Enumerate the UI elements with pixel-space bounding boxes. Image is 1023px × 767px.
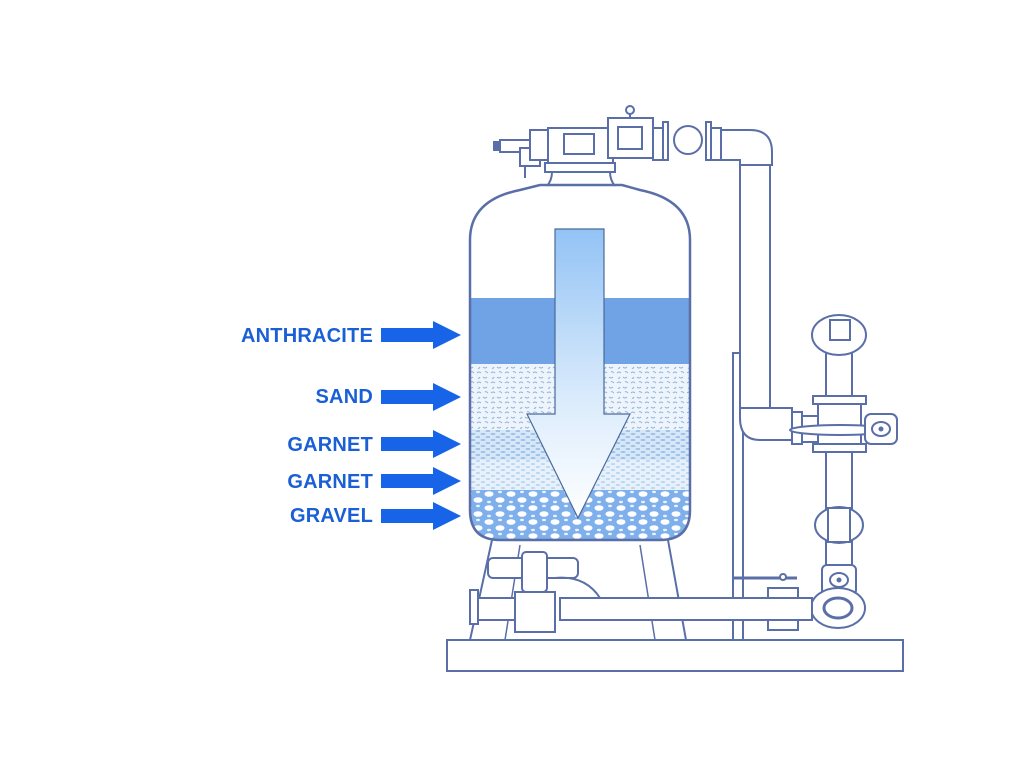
pointer-arrow-sand [381, 383, 461, 411]
pointer-arrow-garnet-lower [381, 467, 461, 495]
top-gauge-icon [625, 105, 635, 115]
support-pole [732, 352, 744, 641]
base-plate [446, 639, 904, 672]
pointer-arrow-anthracite [381, 321, 461, 349]
top-flange [544, 162, 616, 173]
label-anthracite: ANTHRACITE [241, 325, 373, 347]
label-sand: SAND [315, 386, 373, 408]
top-ball-valve [673, 125, 703, 155]
top-elbow [720, 129, 773, 166]
downcomer-pipe [739, 164, 771, 414]
bottom-header-pipe [559, 597, 813, 621]
pointer-arrow-garnet-upper [381, 430, 461, 458]
label-garnet-lower: GARNET [287, 471, 373, 493]
label-gravel: GRAVEL [289, 505, 373, 527]
flow-direction-arrow [526, 228, 631, 520]
pointer-arrow-gravel [381, 502, 461, 530]
tank-skirt [469, 539, 687, 641]
tank-outline [468, 183, 692, 542]
side-elbow [739, 407, 793, 441]
label-garnet-upper: GARNET [287, 434, 373, 456]
